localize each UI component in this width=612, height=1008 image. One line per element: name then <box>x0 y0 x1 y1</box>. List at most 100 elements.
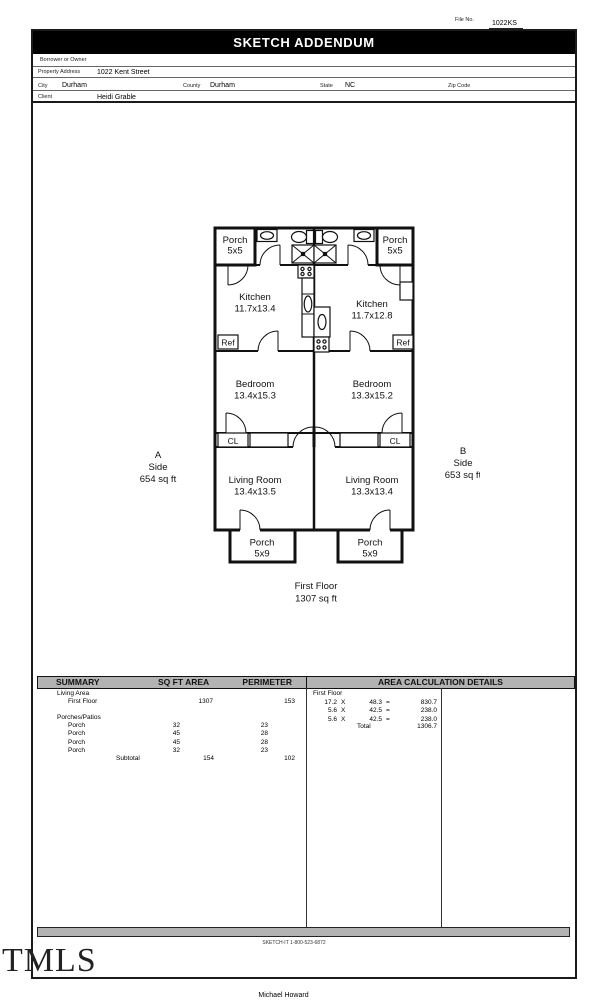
side-b-area: 653 sq ft <box>445 470 480 481</box>
porch-row-perimeter: 28 <box>260 739 268 746</box>
calc-length: 42.5 <box>369 707 382 714</box>
bedroom-a-label: Bedroom <box>236 379 275 390</box>
file-no-label: File No. <box>455 17 474 23</box>
refrigerator-b <box>392 334 414 350</box>
living-area-section: Living Area <box>57 690 90 697</box>
calc-times: X <box>341 716 346 723</box>
preparer-name: Michael Howard <box>258 992 309 999</box>
porch-row-label: Porch <box>68 747 85 754</box>
refrigerator-a <box>217 334 239 350</box>
kitchen-b-label: Kitchen <box>356 299 388 310</box>
door-swings <box>225 244 403 531</box>
vendor-line: SKETCH-IT 1-800-523-6872 <box>262 940 326 946</box>
calc-area: 238.0 <box>420 707 437 714</box>
details-header: AREA CALCULATION DETAILS <box>306 676 575 689</box>
porch-tl-label: Porch <box>223 235 248 246</box>
porch-row-perimeter: 23 <box>260 722 268 729</box>
row-divider <box>33 66 575 67</box>
summary-header-sqft: SQ FT AREA <box>158 677 210 687</box>
first-floor-label: First Floor <box>295 581 338 592</box>
toilet-a <box>305 229 315 245</box>
calc-area: 238.0 <box>420 716 437 723</box>
summary-header-title: SUMMARY <box>56 677 100 687</box>
kitchen-b-dim: 11.7x12.8 <box>351 311 392 322</box>
calc-times: X <box>341 707 346 714</box>
row-divider <box>33 77 575 78</box>
state-label: State <box>320 83 333 89</box>
porch-tr-label: Porch <box>383 235 408 246</box>
subtotal-perimeter: 102 <box>284 755 295 762</box>
form-bottom-divider <box>33 101 575 103</box>
details-section-label: First Floor <box>313 690 343 697</box>
client-value: Heidi Grable <box>97 94 136 101</box>
floor-plan-walls <box>213 226 415 564</box>
porch-row-label: Porch <box>68 722 85 729</box>
stove-a <box>297 264 315 279</box>
city-label: City <box>38 83 48 89</box>
porch-row-sqft: 45 <box>172 730 180 737</box>
porch-bl-dim: 5x9 <box>254 549 269 560</box>
bedroom-b-dim: 13.3x15.2 <box>351 391 393 402</box>
porch-row-sqft: 32 <box>172 747 180 754</box>
stove-b <box>313 336 330 353</box>
first-floor-row-label: First Floor <box>68 698 98 705</box>
row-divider <box>33 90 575 91</box>
kitchen-a-dim: 11.7x13.4 <box>234 304 275 315</box>
subtotal-label: Subtotal <box>116 755 140 762</box>
ref-a-label: Ref <box>221 338 235 348</box>
calc-times: X <box>341 699 346 706</box>
bath-kitchen-fixtures <box>217 228 414 448</box>
summary-header: SUMMARY SQ FT AREA PERIMETER <box>37 676 307 689</box>
state-value: NC <box>345 82 356 89</box>
city-value: Durham <box>62 82 87 89</box>
porch-bl-label: Porch <box>250 538 275 549</box>
closet-b-box <box>379 432 411 448</box>
property-address-label: Property Address <box>38 69 81 75</box>
subtotal-sqft: 154 <box>203 755 214 762</box>
porch-row-label: Porch <box>68 739 85 746</box>
counter-b <box>313 306 331 338</box>
calc-total-value: 1306.7 <box>417 723 437 730</box>
first-floor-perimeter: 153 <box>284 698 295 705</box>
tub-b <box>313 244 337 264</box>
porch-row-perimeter: 23 <box>260 747 268 754</box>
floor-plan-sketch: Porch 5x5 Porch 5x5 Kitchen 11.7x13.4 Ki… <box>140 226 480 605</box>
calc-equals: = <box>386 699 390 706</box>
porch-row-perimeter: 28 <box>260 730 268 737</box>
summary-header-perimeter: PERIMETER <box>242 677 292 687</box>
wall-notch <box>399 281 414 301</box>
calc-equals: = <box>386 716 390 723</box>
porch-tl-dim: 5x5 <box>227 246 242 257</box>
closet-b <box>339 432 379 448</box>
side-a-word: Side <box>148 462 167 473</box>
porch-br-dim: 5x9 <box>362 549 377 560</box>
living-b-dim: 13.3x13.4 <box>351 487 393 498</box>
tmls-watermark: TMLS <box>2 942 97 979</box>
calc-length: 48.3 <box>369 699 382 706</box>
calc-width: 5.6 <box>327 716 337 723</box>
tub-a <box>291 244 315 264</box>
living-a-label: Living Room <box>229 475 282 486</box>
calc-width: 17.2 <box>324 699 337 706</box>
living-a-dim: 13.4x13.5 <box>234 487 276 498</box>
county-label: County <box>183 83 201 89</box>
porch-bottom-left-outline <box>228 530 297 564</box>
file-no-underline <box>489 28 523 29</box>
calc-area: 830.7 <box>420 699 437 706</box>
client-label: Client <box>38 94 53 100</box>
cl-a-label: CL <box>228 436 239 446</box>
closet-a <box>249 432 289 448</box>
file-no-value: 1022KS <box>492 20 517 27</box>
calc-total-label: Total <box>357 723 371 730</box>
side-a-letter: A <box>155 450 162 461</box>
porch-br-label: Porch <box>358 538 383 549</box>
summary-details-divider <box>306 688 307 927</box>
bedroom-a-dim: 13.4x15.3 <box>234 391 276 402</box>
porch-tr-dim: 5x5 <box>387 246 402 257</box>
property-address-value: 1022 Kent Street <box>97 69 150 76</box>
porch-row-sqft: 45 <box>172 739 180 746</box>
side-b-letter: B <box>460 446 466 457</box>
cl-b-label: CL <box>390 436 401 446</box>
details-inner-divider <box>441 688 442 927</box>
